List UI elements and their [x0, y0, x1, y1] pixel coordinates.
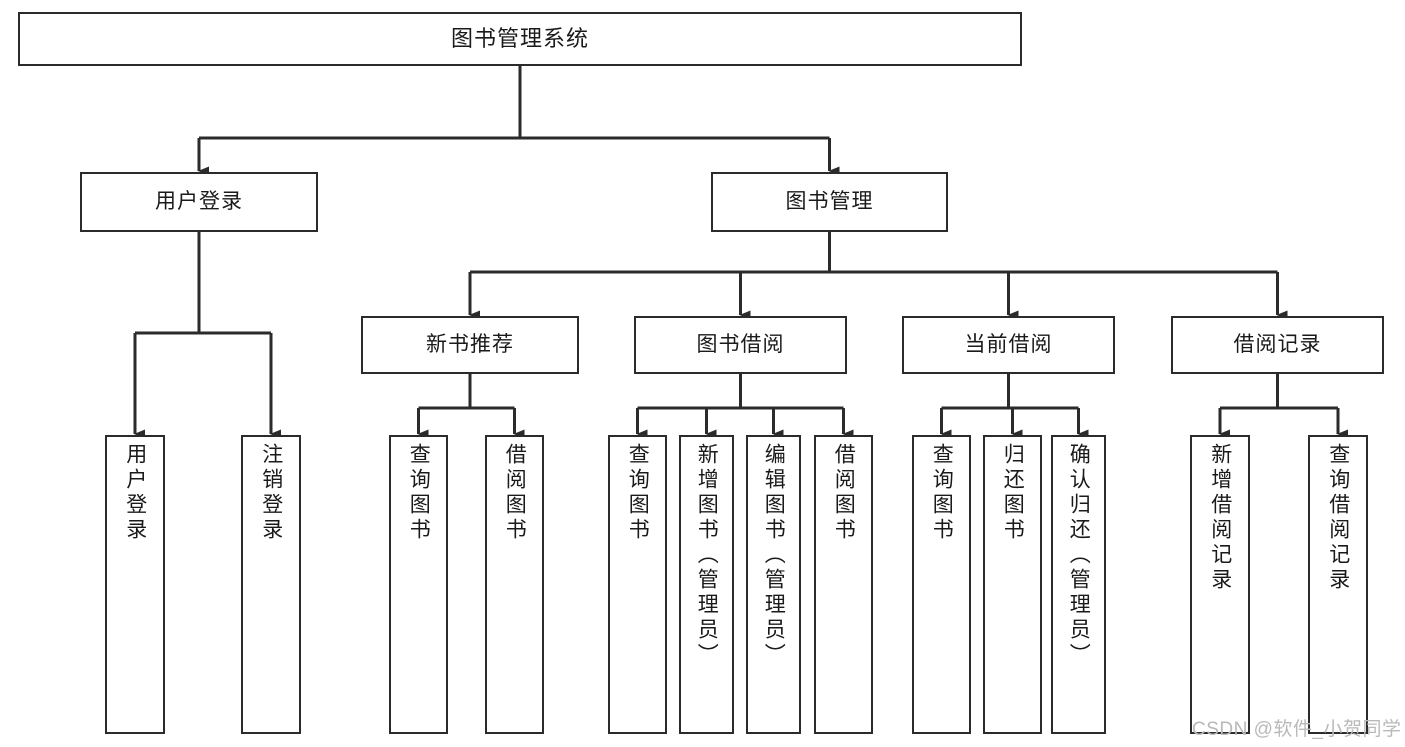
- node-box-n12: 新增图书（管理员）: [679, 435, 734, 734]
- node-box-n13: 编辑图书（管理员）: [746, 435, 801, 734]
- node-box-n14: 借阅图书: [814, 435, 873, 734]
- node-label: 图书管理系统: [450, 25, 589, 51]
- node-box-n6: 借阅记录: [1171, 316, 1384, 374]
- node-label: 新增图书（管理员）: [695, 443, 719, 668]
- node-label: 用户登录: [123, 443, 147, 543]
- node-label: 新增借阅记录: [1208, 443, 1232, 593]
- node-box-n15: 查询图书: [912, 435, 971, 734]
- node-label: 查询图书: [626, 443, 650, 543]
- node-label: 新书推荐: [426, 333, 514, 357]
- edge-group: [133, 66, 1348, 439]
- node-box-n5: 当前借阅: [902, 316, 1115, 374]
- node-label: 归还图书: [1001, 443, 1025, 543]
- node-label: 确认归还（管理员）: [1067, 443, 1091, 668]
- node-label: 查询图书: [930, 443, 954, 543]
- node-box-n2: 图书管理: [711, 172, 948, 232]
- node-box-n3: 新书推荐: [361, 316, 579, 374]
- node-label: 图书管理: [785, 190, 874, 214]
- node-box-n11: 查询图书: [608, 435, 667, 734]
- node-label: 借阅记录: [1233, 333, 1322, 357]
- node-box-n7: 用户登录: [105, 435, 165, 734]
- node-box-n18: 新增借阅记录: [1190, 435, 1250, 734]
- node-label: 借阅图书: [832, 443, 856, 543]
- node-label: 当前借阅: [964, 333, 1053, 357]
- node-label: 借阅图书: [503, 443, 527, 543]
- node-box-n17: 确认归还（管理员）: [1051, 435, 1106, 734]
- node-box-n4: 图书借阅: [634, 316, 847, 374]
- node-box-n8: 注销登录: [241, 435, 301, 734]
- node-box-n0: 图书管理系统: [18, 12, 1022, 66]
- node-label: 注销登录: [259, 443, 283, 543]
- node-box-n16: 归还图书: [983, 435, 1042, 734]
- node-box-n19: 查询借阅记录: [1308, 435, 1368, 734]
- node-box-n10: 借阅图书: [485, 435, 544, 734]
- node-label: 用户登录: [155, 190, 243, 214]
- node-label: 编辑图书（管理员）: [762, 443, 786, 668]
- node-label: 图书借阅: [696, 333, 785, 357]
- node-box-n1: 用户登录: [80, 172, 318, 232]
- node-label: 查询图书: [407, 443, 431, 543]
- node-label: 查询借阅记录: [1326, 443, 1350, 593]
- node-box-n9: 查询图书: [389, 435, 448, 734]
